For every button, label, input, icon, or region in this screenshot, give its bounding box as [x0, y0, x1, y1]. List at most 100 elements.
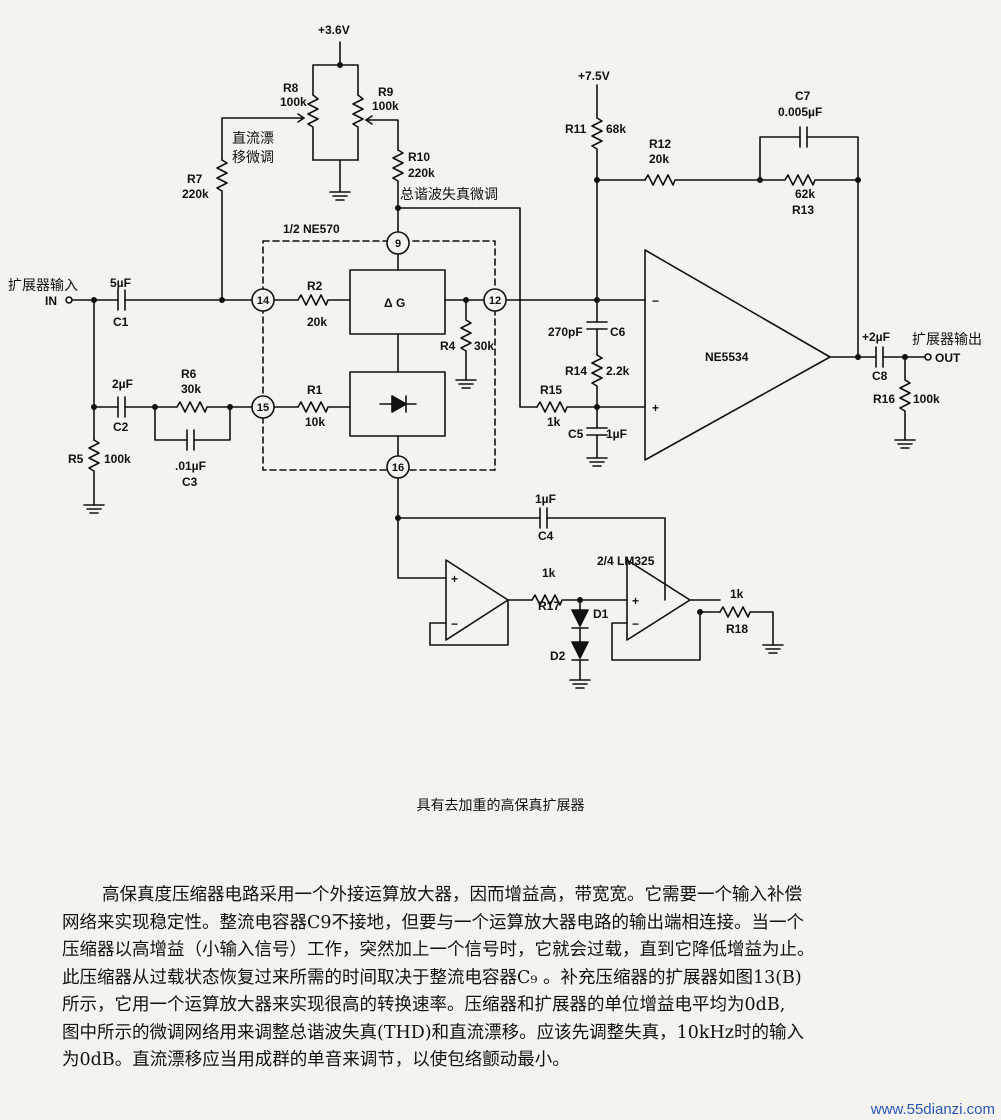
- r18-value: 1k: [730, 587, 744, 601]
- pin-15: [251, 395, 275, 419]
- r8-wiper: [221, 117, 305, 161]
- wire-pin9-r15: [519, 251, 538, 408]
- rectifier-diode: [379, 395, 417, 413]
- r10-value: 220k: [408, 166, 435, 180]
- paragraph-line: 高保真度压缩器电路采用一个外接运算放大器，因而增益高，带宽宽。它需要一个输入补偿: [102, 885, 802, 905]
- c4-value: 1µF: [535, 492, 556, 506]
- c3-value: .01µF: [175, 459, 206, 473]
- chip-label: 1/2 NE570: [283, 222, 340, 236]
- r1-name: R1: [307, 383, 323, 397]
- r2-name: R2: [307, 279, 323, 293]
- r10-name: R10: [408, 150, 430, 164]
- c4-name: C4: [538, 529, 554, 543]
- in-cn-label: 扩展器输入: [8, 278, 78, 294]
- delta-g-label: Δ G: [384, 296, 405, 310]
- r11-zig: [591, 117, 603, 301]
- c8-value: +2µF: [862, 330, 890, 344]
- r1-value: 10k: [305, 415, 325, 429]
- r15-zig: [536, 401, 646, 413]
- r8-value: 100k: [280, 95, 307, 109]
- opamp-label: NE5534: [705, 350, 749, 364]
- paragraph-line: 为0dB。直流漂移应当用成群的单音来调节，以使包络颤动最小。: [62, 1050, 570, 1070]
- ground-pots: [329, 191, 351, 201]
- d2: [571, 641, 589, 661]
- wire-buf-in: [397, 517, 447, 579]
- r15-value: 1k: [547, 415, 561, 429]
- body-paragraph: 高保真度压缩器电路采用一个外接运算放大器，因而增益高，带宽宽。它需要一个输入补偿…: [62, 882, 977, 1075]
- c1-plates: [117, 289, 126, 311]
- r11-value: 68k: [606, 122, 626, 136]
- expander-schematic: 9 14 15 12 16 − + + − + − +3.6V +7.5V 1/…: [8, 23, 982, 689]
- paragraph-line: 图中所示的微调网络用来调整总谐波失真(THD)和直流漂移。应该先调整失真，10k…: [62, 1022, 804, 1043]
- c6-plates: [586, 321, 608, 330]
- r14-name: R14: [565, 364, 587, 378]
- r18-name: R18: [726, 622, 748, 636]
- lm325-minus: −: [632, 617, 639, 631]
- r13-value: 62k: [795, 187, 815, 201]
- r7-zig: [216, 159, 228, 301]
- r8-name: R8: [283, 81, 299, 95]
- c6-value: 270pF: [548, 325, 583, 339]
- r5-value: 100k: [104, 452, 131, 466]
- r13-name: R13: [792, 203, 814, 217]
- r9-name: R9: [378, 85, 394, 99]
- r15-name: R15: [540, 383, 562, 397]
- c8-name: C8: [872, 369, 888, 383]
- lm325-label: 2/4 LM325: [597, 554, 655, 568]
- in-label: IN: [45, 294, 57, 308]
- wire-buf-fb: [429, 599, 509, 646]
- r9-wiper: [365, 119, 399, 151]
- wire-r10-pin9: [397, 207, 521, 253]
- wire-lm325-fb: [611, 611, 721, 661]
- d2-name: D2: [550, 649, 566, 663]
- dc-drift-label-2: 移微调: [232, 150, 274, 166]
- paragraph-line: 网络来实现稳定性。整流电容器C9不接地，但要与一个运算放大器电路的输出端相连接。…: [62, 912, 805, 933]
- r5-zig: [88, 439, 100, 506]
- c5-value: 1µF: [606, 427, 627, 441]
- c7-branch: [759, 136, 859, 358]
- r18-zig: [719, 606, 774, 646]
- c3-branch: [154, 406, 231, 441]
- wire-pin16-down: [397, 477, 666, 601]
- r16-value: 100k: [913, 392, 940, 406]
- c3-name: C3: [182, 475, 198, 489]
- r2-zig: [297, 294, 351, 306]
- pin-14-label: 14: [257, 295, 270, 307]
- out-label: OUT: [935, 351, 961, 365]
- diodes-ground: [569, 679, 591, 689]
- r4-value: 30k: [474, 339, 494, 353]
- r16-ground: [894, 439, 916, 449]
- opamp-lm325: [626, 559, 691, 641]
- c5-plates: [586, 427, 608, 459]
- r16-name: R16: [873, 392, 895, 406]
- r14-value: 2.2k: [606, 364, 630, 378]
- pin-12: [483, 288, 507, 312]
- pin-14: [251, 288, 275, 312]
- paragraph-line: 此压缩器从过载状态恢复过来所需的时间取决于整流电容器C₉ 。补充压缩器的扩展器如…: [62, 967, 802, 988]
- out-cn-label: 扩展器输出: [912, 332, 982, 348]
- r9-wiper-arrow: [365, 115, 373, 125]
- d1: [571, 609, 589, 629]
- c2-name: C2: [113, 420, 129, 434]
- r4-ground: [455, 379, 477, 389]
- pin-15-label: 15: [257, 402, 269, 414]
- wire-pots-bottom: [312, 159, 359, 193]
- c1-value: 5µF: [110, 276, 131, 290]
- r5-name: R5: [68, 452, 84, 466]
- pin-16: [386, 455, 410, 479]
- c7-name: C7: [795, 89, 811, 103]
- c8-plates: [875, 346, 884, 368]
- pin-9: [386, 231, 410, 255]
- ne570-outline: [262, 240, 496, 471]
- wire-36v-top: [312, 41, 359, 96]
- r14-zig: [591, 354, 603, 429]
- r17-zig: [531, 594, 628, 606]
- c6-name: C6: [610, 325, 626, 339]
- r12-name: R12: [649, 137, 671, 151]
- r6-zig: [154, 401, 253, 413]
- lm325-plus: +: [632, 594, 639, 608]
- ne5534-plus: +: [652, 401, 659, 415]
- buf-plus: +: [451, 572, 458, 586]
- c7-plates: [799, 126, 808, 148]
- opamp-ne5534: [644, 249, 831, 461]
